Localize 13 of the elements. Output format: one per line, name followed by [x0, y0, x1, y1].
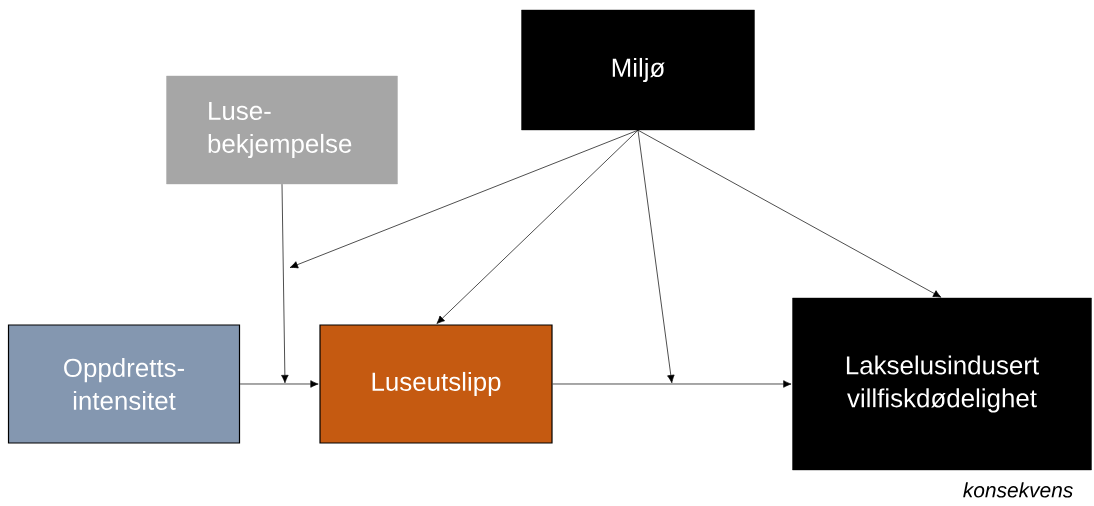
caption-text: konsekvens: [963, 482, 1073, 498]
factor-box: Oppdretts- intensitet: [7, 324, 241, 444]
arrow: [281, 183, 289, 384]
arrow: [239, 380, 319, 388]
arrow: [637, 129, 675, 384]
arrow: [289, 129, 639, 269]
arrow: [552, 380, 792, 388]
arrow: [436, 129, 639, 324]
factor-box: Miljø: [521, 9, 755, 131]
arrow: [637, 129, 942, 298]
process-box: Luseutslipp: [319, 324, 553, 444]
outcome-box: Lakselusindusert villfiskdødelighet: [792, 297, 1092, 471]
factor-box: Luse- bekjempelse: [166, 75, 398, 185]
